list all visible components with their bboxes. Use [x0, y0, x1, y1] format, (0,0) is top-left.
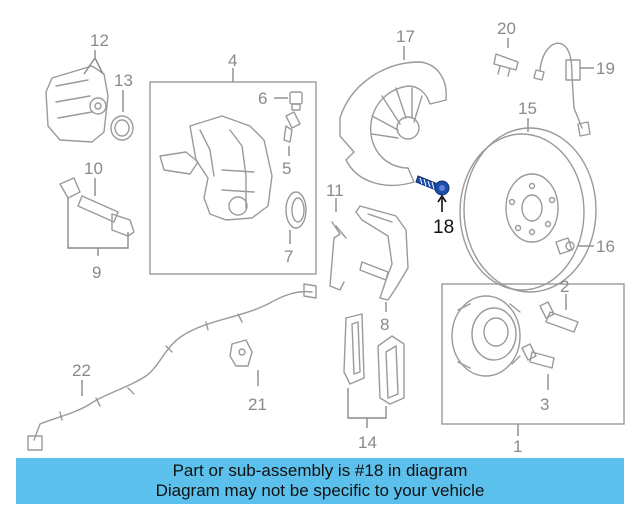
callout-3: 3: [540, 395, 549, 414]
part-20-hose-clip: [493, 53, 519, 77]
part-2-hub-bolt: [539, 301, 579, 333]
hub-assembly-box: [441, 283, 625, 425]
callout-9: 9: [92, 263, 101, 282]
callout-1: 1: [513, 437, 522, 456]
callout-6: 6: [258, 89, 267, 108]
part-4-caliper: [159, 115, 273, 221]
part-8-caliper-bracket: [355, 205, 409, 301]
banner-line-2: Diagram may not be specific to your vehi…: [155, 481, 485, 500]
callout-11: 11: [326, 181, 344, 200]
callout-17: 17: [396, 27, 415, 46]
part-14-brake-pads: [343, 313, 405, 405]
part-18-bolt-highlighted: [415, 175, 450, 196]
part-15-brake-rotor: [459, 127, 597, 293]
part-12-caliper-motor: [45, 65, 109, 143]
callout-18: 18: [433, 217, 454, 238]
part-3-hub-bolt: [521, 343, 555, 369]
callout-13: 13: [114, 71, 133, 90]
part-17-splash-shield: [339, 61, 447, 187]
part-6-bleeder-cap: [289, 91, 303, 111]
part-13-o-ring: [110, 115, 134, 141]
part-16-rotor-screw: [555, 237, 575, 255]
banner-line-1: Part or sub-assembly is #18 in diagram: [172, 461, 468, 480]
info-banner: Part or sub-assembly is #18 in diagram D…: [16, 458, 624, 504]
callout-15: 15: [518, 99, 537, 118]
callout-2: 2: [560, 277, 569, 296]
callout-5: 5: [282, 159, 291, 178]
part-11-spring-clip: [329, 221, 347, 291]
callout-14: 14: [358, 433, 377, 452]
callout-12: 12: [90, 31, 109, 50]
part-19-brake-hose: [533, 42, 591, 137]
part-1-wheel-hub: [451, 295, 521, 377]
caliper-assembly-box: [149, 81, 317, 275]
callout-16: 16: [596, 237, 615, 256]
callout-21: 21: [248, 395, 267, 414]
callout-7: 7: [284, 247, 293, 266]
part-5-bleeder-screw: [283, 111, 301, 143]
callout-4: 4: [228, 51, 237, 70]
part-10-guide-pin: [59, 177, 135, 237]
part-22-abs-sensor-wire: [27, 283, 317, 451]
part-7-piston-seal: [285, 191, 307, 229]
part-21-sensor-bracket: [229, 339, 253, 367]
callout-20: 20: [497, 19, 516, 38]
callout-22: 22: [72, 361, 91, 380]
callout-19: 19: [596, 59, 615, 78]
callout-8: 8: [380, 315, 389, 334]
callout-10: 10: [84, 159, 103, 178]
